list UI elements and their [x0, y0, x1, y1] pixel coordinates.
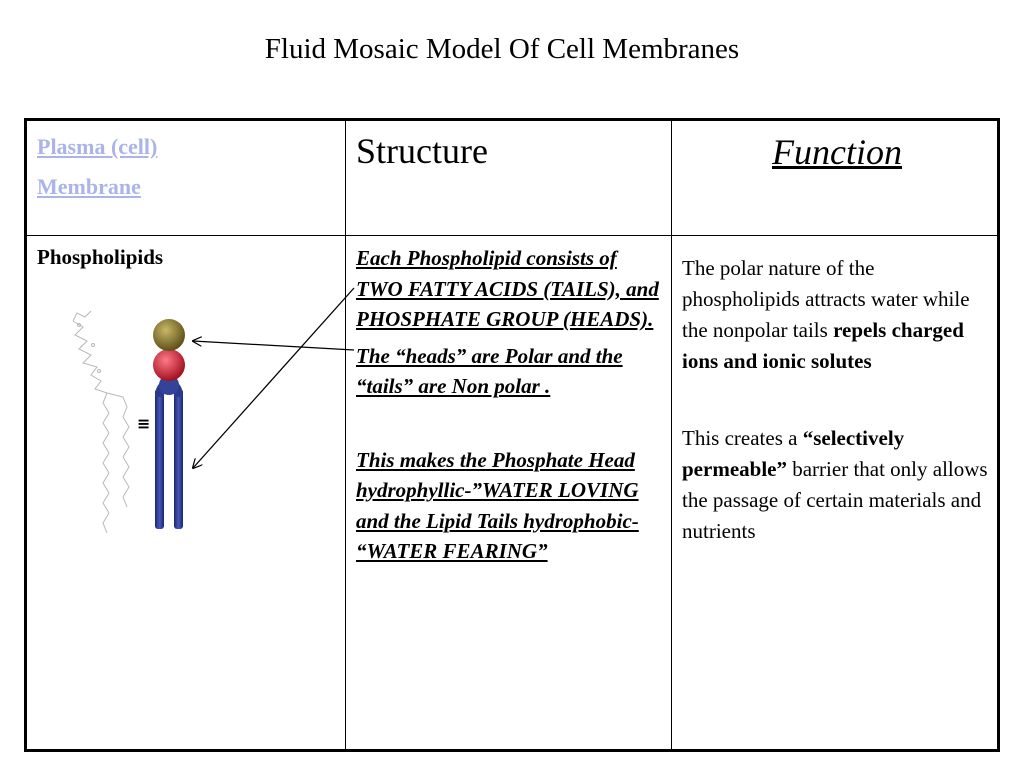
- row-divider: [27, 235, 997, 236]
- column-divider: [345, 121, 346, 749]
- phospholipid-diagram: ≡: [72, 310, 185, 534]
- polar-head-middle: [153, 349, 185, 381]
- link-line-2: Membrane: [37, 174, 141, 199]
- phosphate-head: [153, 319, 185, 351]
- function-cell: The polar nature of the phospholipids at…: [682, 253, 992, 547]
- arrow-to-tails: [193, 287, 355, 468]
- function-paragraph-1: The polar nature of the phospholipids at…: [682, 253, 992, 377]
- structure-paragraph-1: Each Phospholipid consists of TWO FATTY …: [356, 246, 659, 331]
- structure-paragraph-3: This makes the Phosphate Head hydrophyll…: [356, 447, 639, 564]
- header-membrane-cell: Plasma (cell) Membrane: [37, 127, 337, 207]
- diagram-symbol: ≡: [137, 414, 150, 433]
- header-function: Function: [772, 132, 902, 172]
- column-divider: [671, 121, 672, 749]
- function-text: The polar nature of the phospholipids at…: [682, 256, 970, 342]
- function-text: barrier that only allows the passage of …: [682, 457, 988, 543]
- arrow-to-heads: [193, 341, 355, 351]
- slide-title: Fluid Mosaic Model Of Cell Membranes: [264, 33, 740, 65]
- membrane-table: Plasma (cell) Membrane Structure Functio…: [24, 118, 1000, 752]
- structure-cell: Each Phospholipid consists of TWO FATTY …: [356, 243, 662, 567]
- phospholipids-label: Phospholipids: [37, 245, 164, 269]
- function-emphasis: “selectively permeable”: [682, 426, 905, 481]
- structure-paragraph-2: The “heads” are Polar and the “tails” ar…: [356, 343, 623, 399]
- skeletal-formula: [72, 310, 130, 534]
- link-line-1: Plasma (cell): [37, 134, 158, 159]
- header-structure: Structure: [356, 131, 488, 171]
- plasma-membrane-link[interactable]: Plasma (cell) Membrane: [37, 134, 157, 199]
- function-emphasis: repels charged ions and ionic solutes: [682, 318, 964, 373]
- function-paragraph-2: This creates a “selectively permeable” b…: [682, 423, 992, 547]
- function-text: This creates a: [682, 426, 803, 450]
- tails: [155, 375, 183, 529]
